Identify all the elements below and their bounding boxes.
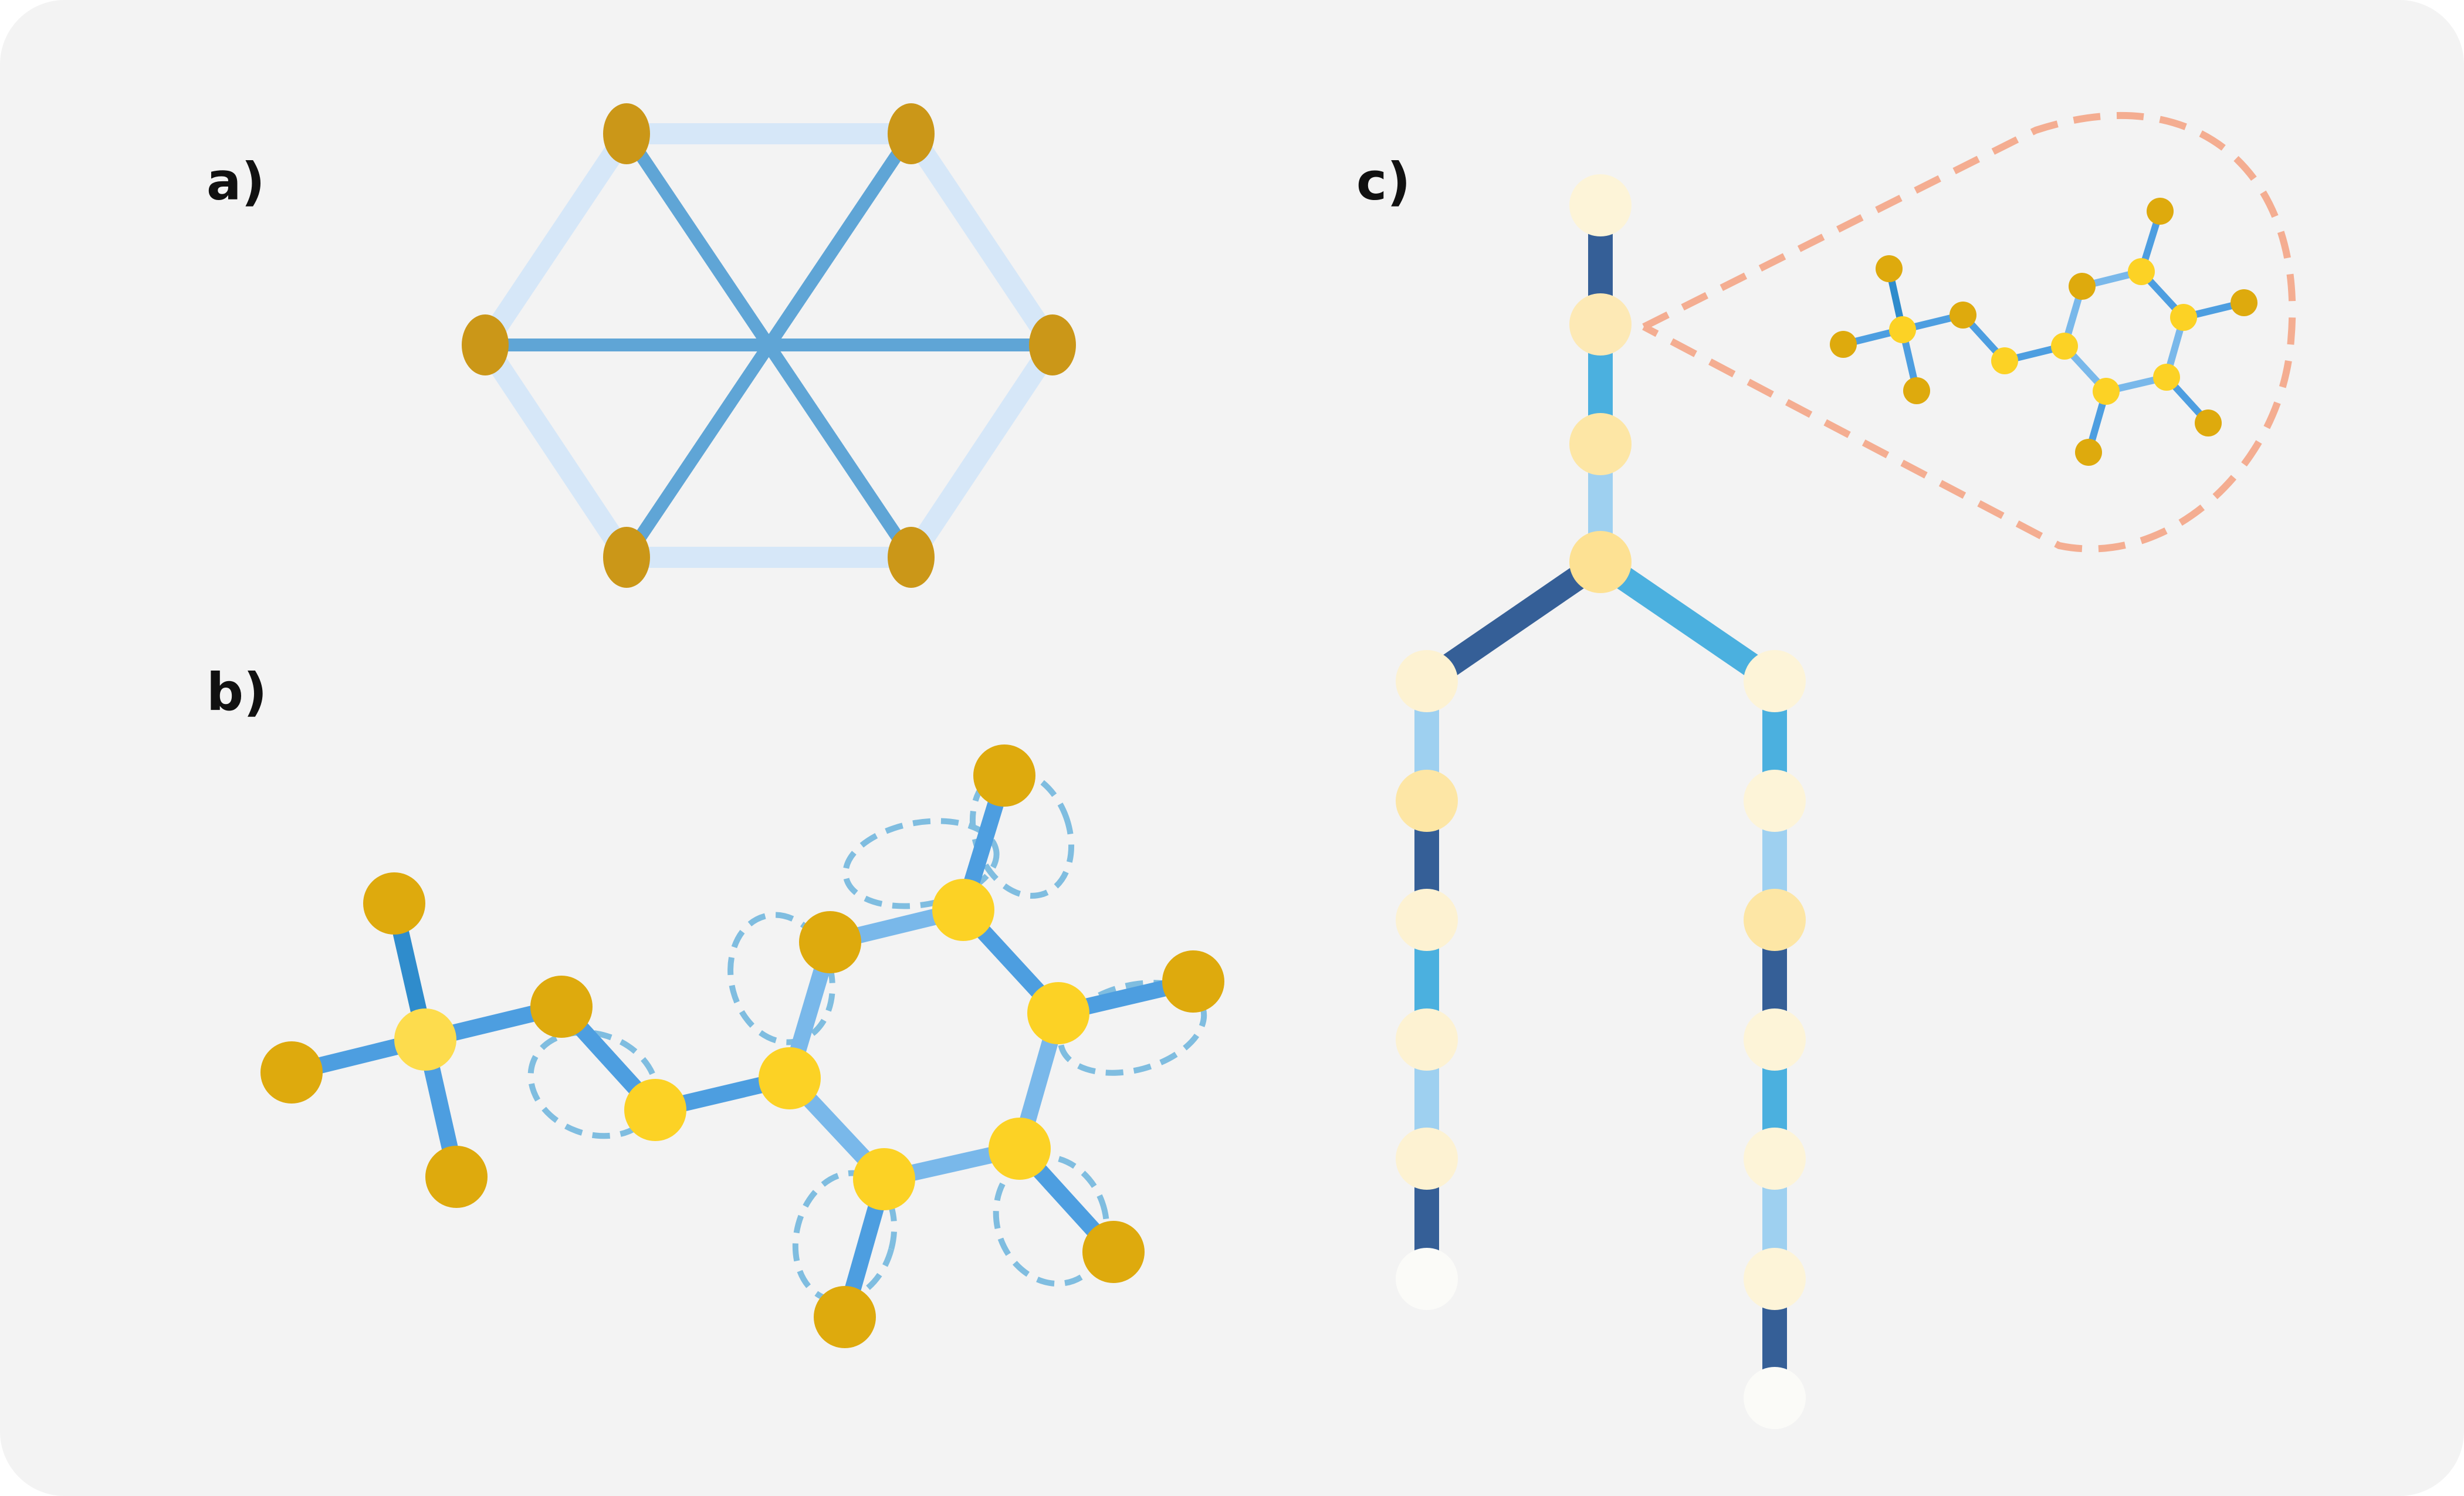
panel-c-mini-molecule <box>1830 198 2257 466</box>
mini-atom <box>1889 316 1916 343</box>
atom-outer <box>260 1041 323 1104</box>
hex-edge <box>475 123 637 356</box>
atom-outer <box>814 1286 876 1348</box>
panel-b-atoms <box>260 744 1224 1348</box>
mini-atom <box>2093 378 2120 405</box>
atom-outer <box>530 976 593 1038</box>
chain-node <box>1744 1008 1806 1071</box>
panel-label-c: c) <box>1356 151 1410 212</box>
mini-atoms <box>1830 198 2257 466</box>
chain-node <box>1396 1008 1458 1071</box>
chain-segment <box>1593 551 1782 692</box>
atom-outer <box>973 744 1035 807</box>
panel-c-tree <box>1396 111 2296 1429</box>
panel-a-graph <box>462 103 1076 588</box>
hex-edge <box>475 334 637 568</box>
panel-label-b: b) <box>207 662 267 722</box>
chain-node <box>1744 1367 1806 1429</box>
graph-node <box>1029 314 1076 375</box>
self-loop <box>842 818 1000 909</box>
chain-node <box>1396 1248 1458 1310</box>
mini-atom <box>2195 409 2222 436</box>
chain-node <box>1396 770 1458 832</box>
atom-outer <box>363 872 425 935</box>
mini-atom <box>1991 347 2018 374</box>
atom-outer <box>1082 1221 1145 1283</box>
mini-atom <box>2153 364 2180 391</box>
chain-node <box>1569 174 1632 236</box>
mini-atom <box>2231 289 2257 316</box>
atom-outer <box>1162 950 1224 1013</box>
chain-node <box>1744 889 1806 951</box>
mini-atom <box>1949 302 1976 329</box>
mini-atom <box>1830 331 1857 358</box>
self-loop <box>993 1153 1110 1287</box>
chain-node <box>1744 1128 1806 1190</box>
zoom-callout <box>1642 111 2296 553</box>
panel-a-outer-edges <box>475 123 1063 568</box>
panel-a-inner-edges <box>479 127 1059 564</box>
chain-node <box>1396 889 1458 951</box>
hex-edge <box>901 334 1063 568</box>
atom-center <box>394 1008 456 1071</box>
chain-node <box>1569 413 1632 475</box>
atom-center <box>853 1148 915 1210</box>
chain-node <box>1396 1128 1458 1190</box>
mini-atom <box>2170 304 2197 331</box>
graph-node <box>603 527 650 588</box>
panel-label-a: a) <box>207 151 265 212</box>
panel-a-nodes <box>462 103 1076 588</box>
chain-segment <box>1420 551 1607 692</box>
graph-node <box>462 314 509 375</box>
chain-node <box>1744 770 1806 832</box>
graph-node <box>603 103 650 164</box>
mini-atom <box>2075 439 2102 466</box>
chain-node <box>1744 650 1806 712</box>
hex-edge <box>901 123 1063 356</box>
chain-node <box>1396 650 1458 712</box>
mini-atom <box>1903 377 1930 404</box>
mini-atom <box>2069 273 2096 300</box>
atom-center <box>624 1079 686 1141</box>
graph-node <box>888 527 935 588</box>
atom-center <box>932 879 994 941</box>
atom-center <box>759 1047 821 1109</box>
mini-atom <box>2128 258 2155 285</box>
chain-node <box>1569 293 1632 356</box>
mini-atom <box>2051 333 2078 360</box>
panel-c-nodes <box>1396 174 1806 1429</box>
mini-atom <box>2147 198 2174 225</box>
panel-b-molecule <box>260 744 1224 1348</box>
atom-outer <box>799 911 861 973</box>
atom-center <box>1027 982 1089 1044</box>
chain-node <box>1569 531 1632 593</box>
atom-outer <box>425 1146 488 1208</box>
chain-node <box>1744 1248 1806 1310</box>
atom-center <box>989 1118 1051 1180</box>
mini-atom <box>1876 255 1903 282</box>
graph-node <box>888 103 935 164</box>
